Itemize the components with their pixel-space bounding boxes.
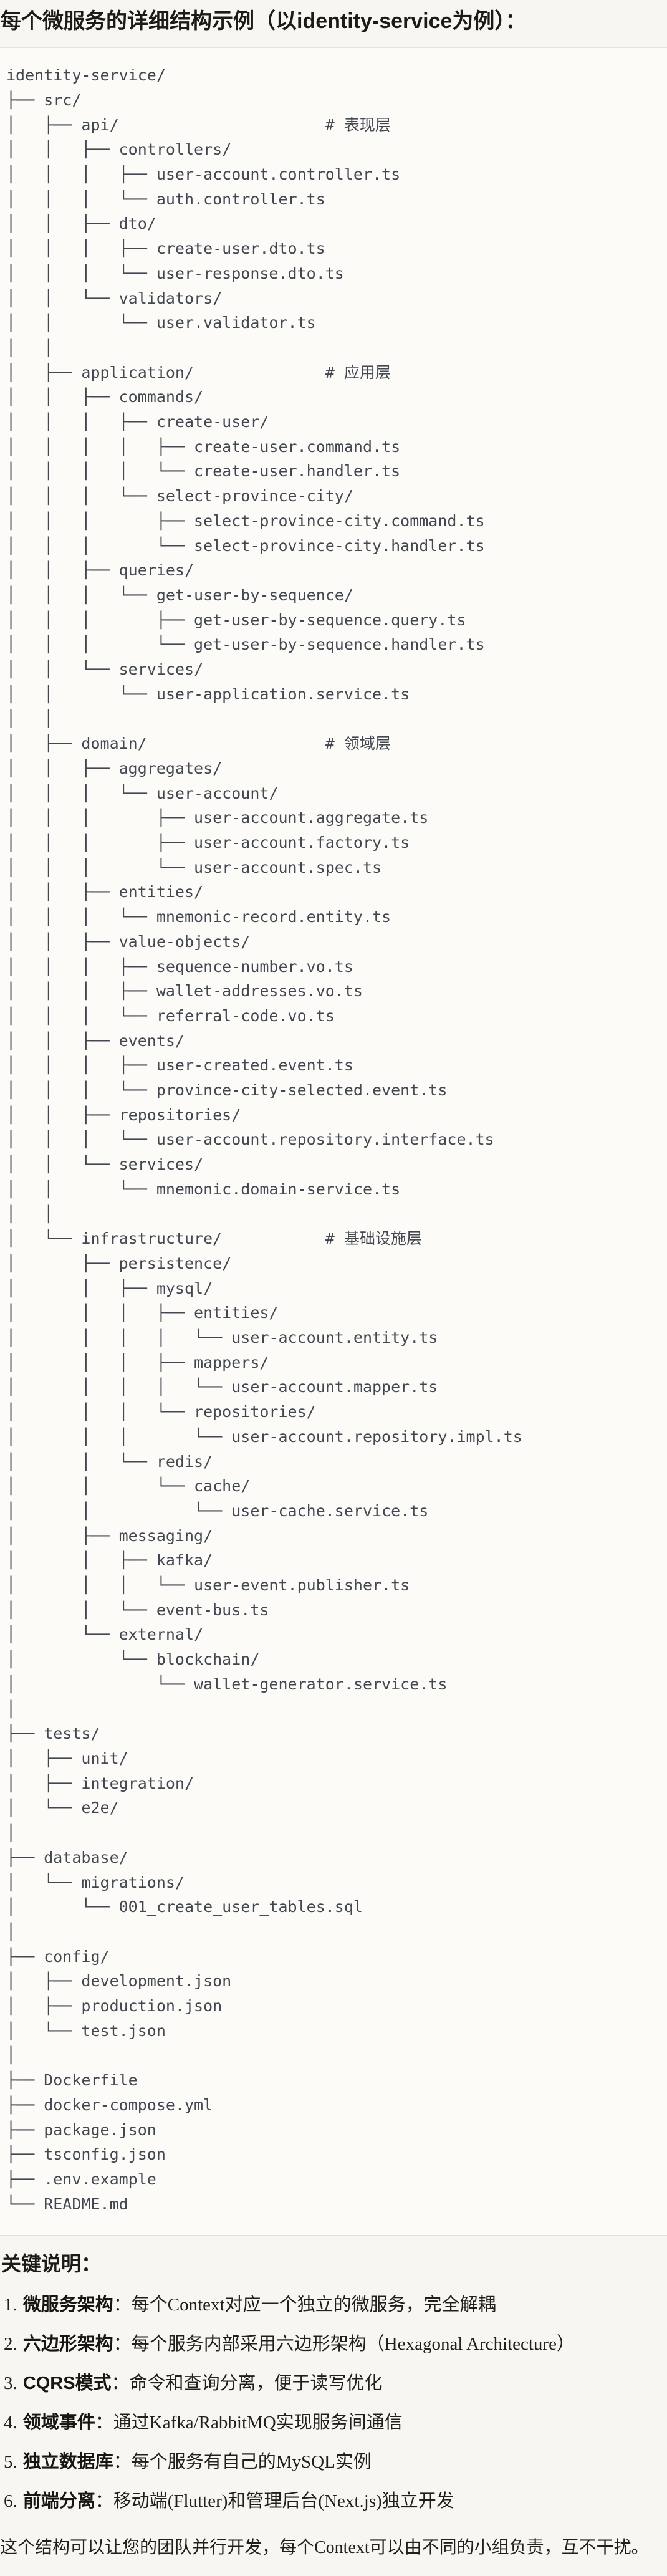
notes-list: 1.微服务架构：每个Context对应一个独立的微服务，完全解耦 2.六边形架构… bbox=[4, 2292, 667, 2514]
item-term: CQRS模式 bbox=[22, 2373, 112, 2393]
list-item: 1.微服务架构：每个Context对应一个独立的微服务，完全解耦 bbox=[4, 2292, 667, 2317]
notes-heading: 关键说明： bbox=[1, 2252, 102, 2276]
list-item: 6.前端分离：移动端(Flutter)和管理后台(Next.js)独立开发 bbox=[4, 2489, 667, 2514]
closing-paragraph: 这个结构可以让您的团队并行开发，每个Context可以由不同的小组负责，互不干扰… bbox=[0, 2537, 649, 2557]
item-number: 3. bbox=[4, 2373, 17, 2393]
directory-tree: identity-service/ ├── src/ │ ├── api/ # … bbox=[6, 66, 522, 2213]
item-description: ：移动端(Flutter)和管理后台(Next.js)独立开发 bbox=[95, 2491, 454, 2511]
list-item: 5.独立数据库：每个服务有自己的MySQL实例 bbox=[4, 2449, 667, 2474]
code-block: identity-service/ ├── src/ │ ├── api/ # … bbox=[0, 47, 667, 2236]
item-number: 5. bbox=[4, 2451, 17, 2472]
item-number: 2. bbox=[4, 2333, 17, 2354]
list-item: 3.CQRS模式：命令和查询分离，便于读写优化 bbox=[4, 2371, 667, 2396]
item-number: 4. bbox=[4, 2412, 17, 2433]
item-term: 前端分离 bbox=[22, 2491, 95, 2511]
page: 每个微服务的详细结构示例（以identity-service为例）： ident… bbox=[0, 7, 667, 2561]
item-term: 领域事件 bbox=[22, 2412, 95, 2433]
item-description: ：通过Kafka/RabbitMQ实现服务间通信 bbox=[95, 2412, 403, 2433]
item-description: ：每个服务内部采用六边形架构（Hexagonal Architecture） bbox=[113, 2333, 575, 2354]
item-description: ：命令和查询分离，便于读写优化 bbox=[111, 2373, 383, 2393]
item-description: ：每个Context对应一个独立的微服务，完全解耦 bbox=[113, 2294, 496, 2315]
item-description: ：每个服务有自己的MySQL实例 bbox=[113, 2451, 372, 2472]
item-term: 独立数据库 bbox=[22, 2451, 113, 2472]
item-number: 6. bbox=[4, 2491, 17, 2511]
item-term: 六边形架构 bbox=[22, 2333, 113, 2354]
list-item: 2.六边形架构：每个服务内部采用六边形架构（Hexagonal Architec… bbox=[4, 2332, 667, 2357]
item-number: 1. bbox=[4, 2294, 17, 2315]
list-item: 4.领域事件：通过Kafka/RabbitMQ实现服务间通信 bbox=[4, 2410, 667, 2435]
page-title: 每个微服务的详细结构示例（以identity-service为例）： bbox=[0, 9, 527, 33]
item-term: 微服务架构 bbox=[22, 2294, 113, 2315]
